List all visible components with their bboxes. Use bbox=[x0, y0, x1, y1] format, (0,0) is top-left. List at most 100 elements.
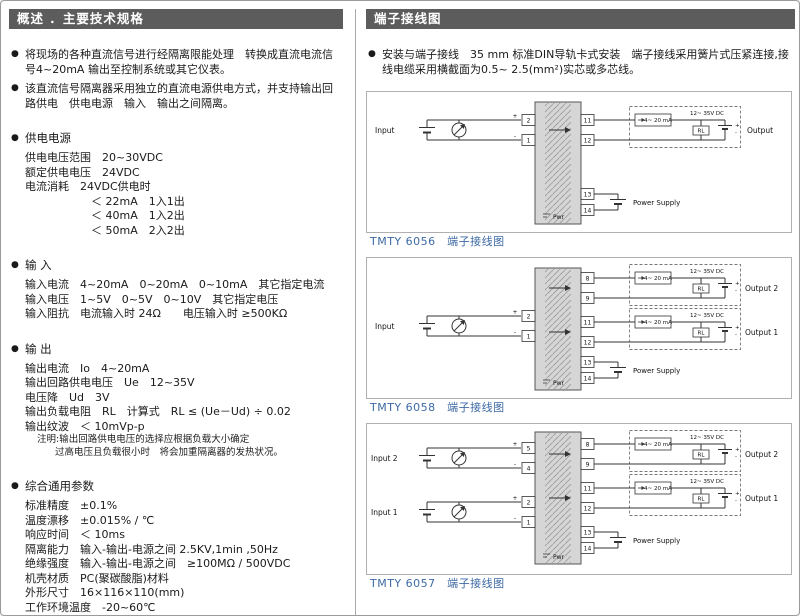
spec-note: 过高电压且负载很小时 将会加重隔离器的发热状况。 bbox=[55, 446, 284, 458]
diagram-caption: TMTY 6056 端子接线图 bbox=[370, 235, 505, 248]
spec-line: 响应时间 ＜ 10ms bbox=[25, 528, 125, 541]
terminal-number: 12 bbox=[584, 506, 592, 513]
bullet-icon: ● bbox=[11, 481, 19, 491]
wiring-figure-6058: Pwr Input 2 1 8 9 Output 2 11 bbox=[366, 257, 795, 416]
spec-line: ＜ 50mA 2入2出 bbox=[91, 223, 185, 237]
terminal-number: 11 bbox=[584, 320, 592, 327]
spec-line: 输出纹波 ＜ 10mVp-p bbox=[25, 419, 145, 433]
output-circuit bbox=[628, 473, 742, 517]
spec-section-input: ● 输 入 输入电流 4~20mA 0~20mA 0~10mA 其它指定电流 输… bbox=[11, 258, 343, 322]
power-supply-label: Power Supply bbox=[633, 367, 680, 375]
diagram-caption: TMTY 6057 端子接线图 bbox=[370, 577, 505, 590]
terminal-number: 1 bbox=[527, 520, 531, 527]
diagram-caption: TMTY 6058 端子接线图 bbox=[370, 401, 505, 414]
spec-line: 工作环境温度 -20~60℃ bbox=[25, 600, 156, 614]
spec-section-title: 供电电源 bbox=[25, 131, 71, 145]
terminal-number: 12 bbox=[584, 138, 592, 145]
spec-line: 输出负载电阻 RL 计算式 RL ≤ (Ue－Ud) ÷ 0.02 bbox=[25, 405, 291, 418]
dc-power-icon bbox=[543, 553, 550, 558]
bullet-icon: ● bbox=[11, 343, 19, 354]
paragraph-text: 该直流信号隔离器采用独立的直流电源供电方式，并支持输出回路供电 供电电源 输入 … bbox=[25, 82, 333, 110]
power-supply-label: Power Supply bbox=[633, 537, 680, 545]
terminal-number: 13 bbox=[584, 192, 592, 199]
signal-arrow-icon bbox=[565, 329, 571, 335]
bullet-icon: ● bbox=[11, 49, 19, 59]
terminal-number: 2 bbox=[527, 500, 531, 507]
spec-line: 输入电压 1~5V 0~5V 0~10V 其它指定电压 bbox=[25, 292, 279, 306]
spec-line: 输入阻抗 电流输入时 24Ω 电压输入时 ≥500KΩ bbox=[25, 307, 288, 320]
section-header-overview: 概述 ．主要技术规格 bbox=[9, 9, 343, 29]
isolation-hatch bbox=[545, 103, 571, 223]
signal-arrow-icon bbox=[565, 451, 571, 457]
terminal-number: 14 bbox=[584, 208, 592, 215]
diagram-box: Pwr Input 2 1 8 9 Output 2 11 bbox=[366, 257, 792, 399]
wiring-figure-6056: Pwr Input 2 1 11 12 Output 13 bbox=[366, 91, 795, 250]
input-source bbox=[418, 308, 522, 337]
terminal-number: 5 bbox=[527, 446, 531, 453]
output-label: Output 1 bbox=[745, 494, 778, 503]
signal-arrow-icon bbox=[565, 285, 571, 291]
spec-line: 标准精度 ±0.1% bbox=[25, 499, 118, 512]
wiring-figure-6057: Pwr Input 2 5 4 Input 1 2 1 8 bbox=[366, 423, 795, 592]
signal-arrow-icon bbox=[565, 127, 571, 133]
wiring-diagram-6057: Pwr Input 2 5 4 Input 1 2 1 8 bbox=[371, 429, 778, 565]
spec-section-title: 输 出 bbox=[25, 341, 52, 356]
wiring-intro: ● 安装与端子接线 35 mm 标准DIN导轨卡式安装 端子接线采用簧片式压紧连… bbox=[368, 47, 795, 77]
power-source bbox=[593, 531, 627, 549]
wiring-column: + - 12~ 35V DC 4~ 20 mA RL bbox=[355, 9, 795, 615]
input-label: Input bbox=[375, 322, 394, 331]
terminal-number: 13 bbox=[584, 360, 592, 367]
wiring-header-title: 端子接线图 bbox=[374, 11, 442, 26]
spec-section-output: ● 输 出 输出电流 Io 4~20mA 输出回路供电电压 Ue 12~35V … bbox=[11, 342, 343, 460]
spec-line: 供电电压范围 20~30VDC bbox=[25, 151, 163, 164]
input-source bbox=[418, 494, 522, 523]
spec-line: 输入电流 4~20mA 0~20mA 0~10mA 其它指定电流 bbox=[25, 278, 325, 291]
terminal-number: 2 bbox=[527, 118, 531, 125]
pwr-label: Pwr bbox=[553, 554, 565, 561]
bullet-icon: ● bbox=[11, 83, 19, 93]
terminal-number: 13 bbox=[584, 530, 592, 537]
wiring-diagram-6058: Pwr Input 2 1 8 9 Output 2 11 bbox=[375, 263, 778, 391]
terminal-number: 1 bbox=[527, 138, 531, 145]
spec-line: 机壳材质 PC(聚碳酸脂)材料 bbox=[25, 571, 169, 585]
output-circuit bbox=[628, 105, 742, 149]
pwr-label: Pwr bbox=[553, 380, 565, 387]
wiring-diagram-6056: Pwr Input 2 1 11 12 Output 13 bbox=[375, 101, 773, 225]
spec-section-power-supply: ● 供电电源 供电电压范围 20~30VDC 额定供电电压 24VDC 电流消耗… bbox=[11, 131, 343, 238]
output-label: Output 2 bbox=[745, 284, 778, 293]
terminal-number: 14 bbox=[584, 546, 592, 553]
spec-line: 隔离能力 输入-输出-电源之间 2.5KV,1min ,50Hz bbox=[25, 542, 278, 556]
terminal-number: 11 bbox=[584, 118, 592, 125]
spec-note: 注明:输出回路供电电压的选择应根据负载大小确定 bbox=[37, 434, 250, 445]
output-circuit bbox=[628, 263, 742, 307]
output-label: Output 1 bbox=[745, 328, 778, 337]
terminal-number: 8 bbox=[586, 442, 590, 449]
output-circuit bbox=[628, 429, 742, 473]
input-label: Input 2 bbox=[371, 454, 398, 463]
terminal-number: 9 bbox=[586, 462, 590, 469]
bullet-icon: ● bbox=[368, 49, 376, 59]
spec-line: 电流消耗 24VDC供电时 bbox=[25, 180, 151, 193]
input-label: Input bbox=[375, 126, 394, 135]
spec-section-general: ● 综合通用参数 标准精度 ±0.1% 温度漂移 ±0.015% / ℃ 响应时… bbox=[11, 479, 343, 615]
spec-line: 温度漂移 ±0.015% / ℃ bbox=[25, 513, 155, 527]
spec-section-title: 综合通用参数 bbox=[25, 479, 94, 493]
output-label: Output 2 bbox=[745, 450, 778, 459]
overview-paragraph: ● 该直流信号隔离器采用独立的直流电源供电方式，并支持输出回路供电 供电电源 输… bbox=[11, 81, 343, 111]
overview-header-title: 概述 ．主要技术规格 bbox=[17, 11, 144, 26]
terminal-number: 14 bbox=[584, 376, 592, 383]
spec-line: 输出电流 Io 4~20mA bbox=[25, 361, 150, 375]
diagram-box: Pwr Input 2 1 11 12 Output 13 bbox=[366, 91, 792, 233]
terminal-number: 12 bbox=[584, 340, 592, 347]
terminal-number: 11 bbox=[584, 486, 592, 493]
input-label: Input 1 bbox=[371, 508, 398, 517]
bullet-icon: ● bbox=[11, 133, 19, 143]
power-source bbox=[593, 193, 627, 211]
pwr-label: Pwr bbox=[553, 214, 565, 221]
spec-line: ＜ 22mA 1入1出 bbox=[91, 194, 185, 208]
terminal-number: 8 bbox=[586, 276, 590, 283]
input-source bbox=[418, 112, 522, 141]
power-source bbox=[593, 361, 627, 379]
diagram-box: Pwr Input 2 5 4 Input 1 2 1 8 bbox=[366, 423, 792, 575]
dc-power-icon bbox=[543, 379, 550, 384]
